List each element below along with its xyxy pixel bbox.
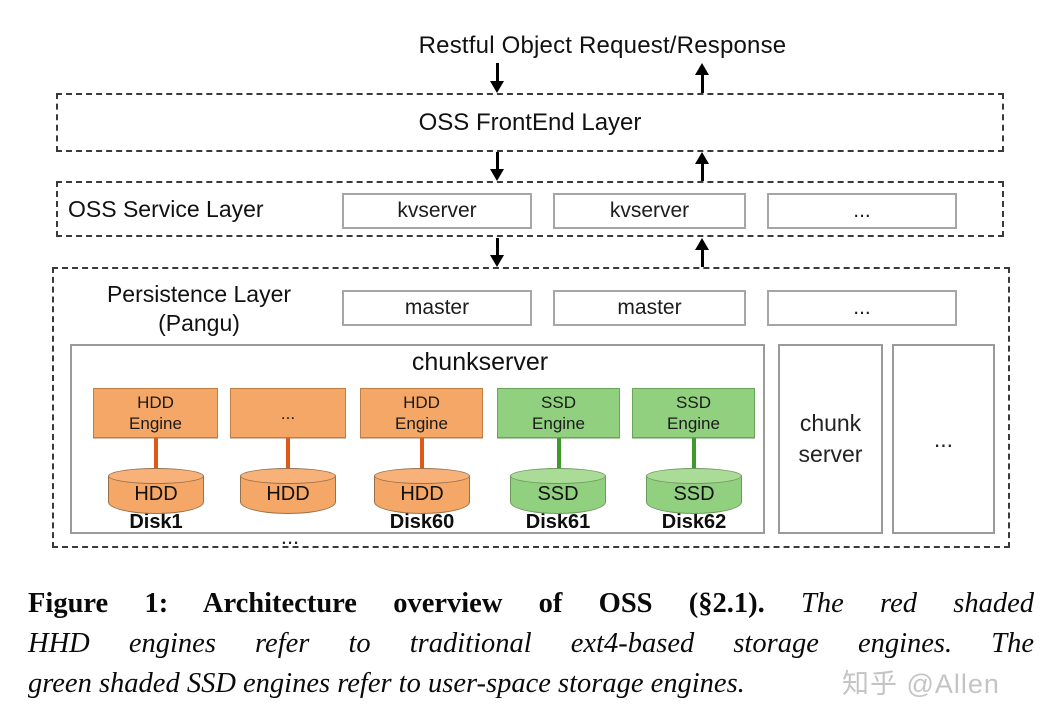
engine-label-line: HDD [137,393,174,412]
persistence-layer-label-line2: (Pangu) [158,310,240,336]
engine-label-line: Engine [129,414,182,433]
engine-label-line: SSD [541,393,576,412]
kvserver-ellipsis-node: ... [767,193,957,229]
disk-media-label: HDD [134,483,178,505]
more-servers-ellipsis: ... [933,425,954,452]
engine-ellipsis-box: ... [230,388,346,438]
persistence-layer-label-line1: Persistence Layer [106,281,292,307]
caption-line: Figure 1: Architecture overview of OSS (… [28,584,1034,624]
arrow-shaft [700,164,704,181]
up-arrow-icon [694,152,710,181]
hdd-disk-cylinder: HDD [374,468,470,514]
ssd-disk-cylinder: SSD [510,468,606,514]
persistence-layer-label: Persistence Layer (Pangu) [70,280,328,338]
hdd-connector-line [420,438,424,471]
arrow-head [695,238,709,250]
disk-media-label: SSD [673,483,715,505]
caption-bold-text: Figure 1: Architecture overview of OSS (… [28,588,765,619]
cylinder-body [374,476,470,514]
disk-media-label: SSD [537,483,579,505]
caption-italic-text: green shaded SSD engines refer to user-s… [28,668,745,699]
chunk-server-label-line1: chunk [799,410,862,436]
arrow-head [490,169,504,181]
hdd-engine-box: HDD Engine [93,388,218,438]
engine-label-line: HDD [403,393,440,412]
master-node: master [553,290,746,326]
arrow-shaft [700,75,704,93]
arrow-shaft [700,250,704,267]
up-arrow-icon [694,238,710,267]
chunk-server-label-line2: server [798,441,863,467]
figure-caption: Figure 1: Architecture overview of OSS (… [28,584,1034,704]
caption-line: green shaded SSD engines refer to user-s… [28,664,1034,704]
ssd-engine-box: SSD Engine [632,388,755,438]
hdd-engine-box: HDD Engine [360,388,483,438]
cylinder-top [240,468,336,484]
disk-media-label: HDD [266,483,310,505]
hdd-connector-line [154,438,158,471]
ssd-connector-line [557,438,561,471]
arrow-head [695,152,709,164]
watermark-text: 知乎 @Allen [842,669,1000,699]
master-ellipsis-node: ... [767,290,957,326]
cylinder-body [108,476,204,514]
cylinder-top [374,468,470,484]
engine-label-line: ... [280,403,296,423]
caption-line: HHD engines refer to traditional ext4-ba… [28,624,1034,664]
arrow-head [490,255,504,267]
chunk-server-tall-box: chunk server [778,344,883,534]
disk-name-label: Disk1 [129,511,183,533]
cylinder-top [108,468,204,484]
service-layer-label: OSS Service Layer [68,196,264,222]
engine-label-line: Engine [532,414,585,433]
kvserver-node: kvserver [553,193,746,229]
arrow-head [490,81,504,93]
frontend-layer-label: OSS FrontEnd Layer [418,108,642,136]
arrow-head [695,63,709,75]
arrow-shaft [495,63,499,81]
frontend-layer-box: OSS FrontEnd Layer [56,93,1004,152]
up-arrow-icon [694,63,710,93]
engine-label-line: SSD [676,393,711,412]
down-arrow-icon [489,63,505,93]
hdd-disk-cylinder: HDD [108,468,204,514]
disk-media-label: HDD [400,483,444,505]
disk-name-label: Disk60 [389,511,455,533]
engine-label-line: Engine [395,414,448,433]
hdd-disk-cylinder: HDD [240,468,336,514]
ssd-connector-line [692,438,696,471]
chunkserver-title: chunkserver [411,348,549,376]
disk-name-label: Disk62 [661,511,727,533]
cylinder-top [510,468,606,484]
chunk-server-label: chunk server [780,346,881,532]
more-disks-ellipsis: ... [280,524,300,549]
down-arrow-icon [489,152,505,181]
ssd-disk-cylinder: SSD [646,468,742,514]
hdd-connector-line [286,438,290,471]
master-node: master [342,290,532,326]
arrow-shaft [495,152,499,169]
caption-italic-text: The red shaded [764,588,1034,619]
down-arrow-icon [489,238,505,267]
kvserver-node: kvserver [342,193,532,229]
cylinder-top [646,468,742,484]
more-servers-tall-box: ... [892,344,995,534]
restful-request-response-label: Restful Object Request/Response [418,32,787,59]
caption-italic-text: HHD engines refer to traditional ext4-ba… [28,628,1034,659]
arrow-shaft [495,238,499,255]
ssd-engine-box: SSD Engine [497,388,620,438]
disk-name-label: Disk61 [525,511,591,533]
engine-label-line: Engine [667,414,720,433]
